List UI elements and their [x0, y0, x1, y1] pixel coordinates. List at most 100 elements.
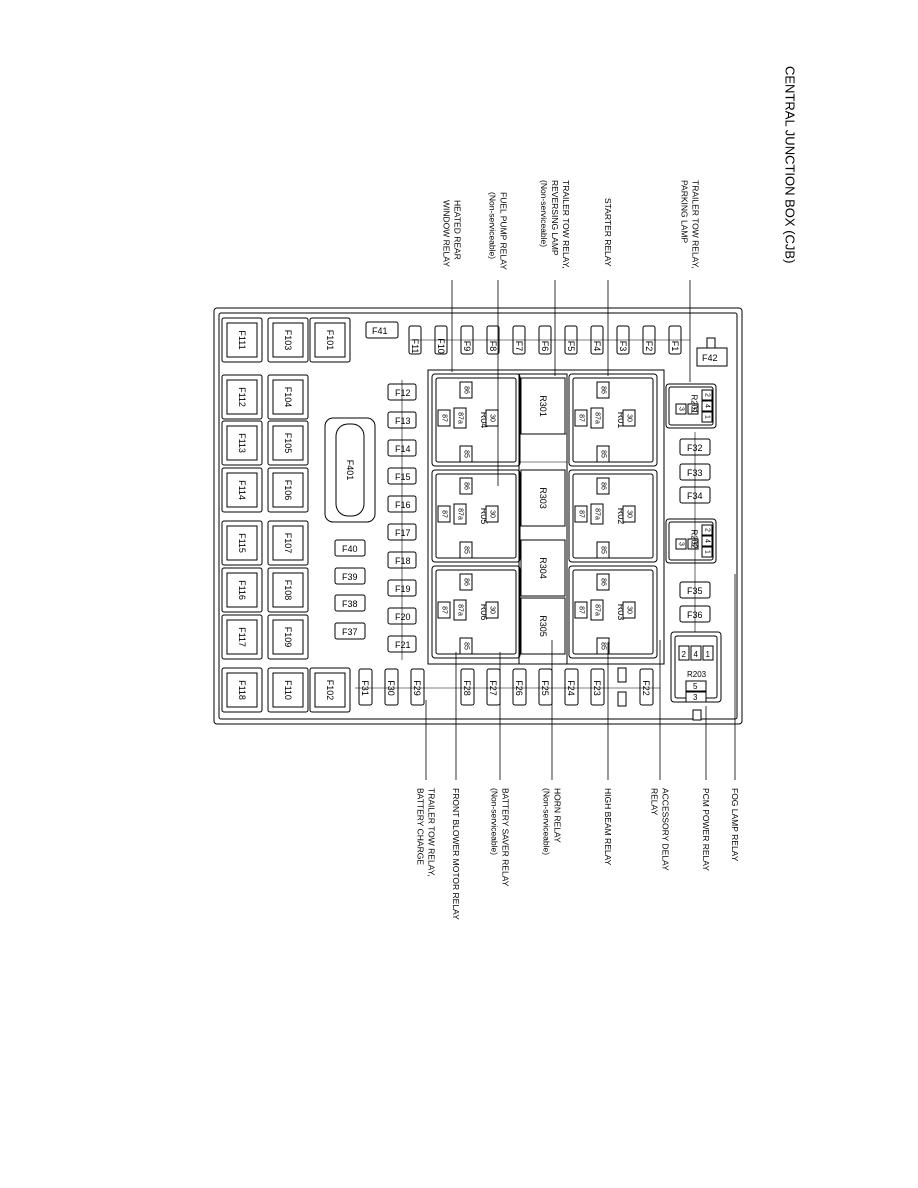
relay-r06-terminal-label-t30: 30	[489, 606, 496, 614]
callout-high-beam-line-1: HIGH BEAM RELAY	[603, 788, 613, 866]
relay-r01-inner	[572, 377, 654, 463]
fuse-label-f21: F21	[395, 640, 411, 650]
mini-relay-label-r303: R303	[538, 487, 548, 509]
micro-relay-r201-terminal-4	[701, 400, 713, 412]
relay-r03-terminal-t30	[622, 601, 636, 619]
callout-trailer-tow-reversing-line-2: REVERSING LAMP	[550, 180, 560, 256]
relay-r05	[431, 469, 521, 563]
micro-relay-r203-terminal-label-5: 5	[693, 682, 698, 691]
relay-r06-terminal-t86	[459, 573, 473, 591]
cartridge-fuse-label-f109: F109	[283, 627, 293, 648]
fuse-label-f12: F12	[395, 388, 411, 398]
relay-r01-terminal-t30	[622, 409, 636, 427]
mini-relay-label-r301: R301	[538, 395, 548, 417]
callout-battery-saver-line-1: BATTERY SAVER RELAY	[501, 788, 511, 887]
relay-r02-inner	[572, 473, 654, 559]
fuse-f23	[590, 668, 605, 706]
cartridge-fuse-f111	[221, 317, 263, 363]
cartridge-fuse-f117	[221, 614, 263, 660]
callout-trailer-tow-parking-line-2: PARKING LAMP	[680, 180, 690, 243]
callout-starter-line-1: STARTER RELAY	[603, 198, 613, 267]
maxi-fuse-f401-label: F401	[345, 460, 355, 481]
micro-relay-r201-terminal-label-4: 4	[704, 404, 711, 408]
relay-r05-terminal-label-t30: 30	[489, 510, 496, 518]
relay-r01-terminal-label-t86: 86	[600, 386, 607, 394]
callout-heated-rear-window-line-2: WINDOW RELAY	[442, 200, 452, 267]
fuse-label-f1: F1	[670, 341, 680, 352]
spare-slot-1	[617, 667, 627, 683]
micro-relay-r203-terminal-5	[685, 680, 707, 692]
cartridge-fuse-f114	[221, 467, 263, 513]
mini-relay-label-r305: R305	[538, 615, 548, 637]
fuse-label-f9: F9	[462, 341, 472, 352]
callout-trailer-tow-battery-line-2: BATTERY CHARGE	[416, 788, 426, 865]
diagram-title: CENTRAL JUNCTION BOX (CJB)	[783, 66, 798, 263]
cartridge-fuse-f110	[267, 667, 309, 713]
relay-r04-terminal-t87a	[453, 407, 467, 429]
relay-r02-terminal-t86	[596, 477, 610, 495]
callout-trailer-tow-reversing-line-1: TRAILER TOW RELAY,	[561, 180, 571, 269]
relay-r05-inner	[435, 473, 517, 559]
micro-relay-r202-terminal-5	[687, 538, 699, 550]
mini-relay-r303	[520, 469, 566, 527]
fuse-label-f41: F41	[372, 326, 388, 336]
micro-relay-r203-terminal-label-2: 2	[682, 650, 687, 659]
fuse-label-f3: F3	[618, 341, 628, 352]
micro-relay-r203-terminal-label-4: 4	[694, 650, 699, 659]
cartridge-fuse-label-f117: F117	[237, 627, 247, 647]
callout-trailer-tow-parking-line-1: TRAILER TOW RELAY,	[691, 180, 701, 269]
cartridge-fuse-label-f108: F108	[283, 580, 293, 601]
relay-r03-inner	[572, 569, 654, 655]
relay-r06-terminal-label-t87: 87	[441, 606, 448, 614]
micro-relay-r202-terminal-label-4: 4	[704, 539, 711, 543]
relay-r01-terminal-label-t30: 30	[626, 414, 633, 422]
fuse-f40	[334, 539, 366, 557]
cartridge-fuse-f102-body	[314, 672, 346, 708]
cartridge-fuse-label-f116: F116	[237, 580, 247, 600]
relay-r03-terminal-t85	[596, 637, 610, 655]
cartridge-fuse-label-f118: F118	[237, 680, 247, 700]
cartridge-fuse-f108-body	[272, 572, 304, 608]
micro-relay-r202-inner	[668, 521, 714, 561]
relay-label-r06: R06	[479, 604, 489, 621]
relay-label-r02: R02	[616, 508, 626, 525]
fuse-label-f40: F40	[342, 544, 358, 554]
cartridge-fuse-label-f111: F111	[237, 330, 247, 349]
relay-label-r05: R05	[479, 508, 489, 525]
fuse-f41	[365, 321, 399, 339]
cartridge-fuse-label-f112: F112	[237, 387, 247, 407]
callout-heated-rear-window-line-1: HEATED REAR	[453, 200, 463, 260]
cartridge-fuse-f112-body	[226, 379, 258, 415]
cartridge-fuse-label-f103: F103	[283, 330, 293, 351]
cartridge-fuse-label-f101: F101	[325, 330, 335, 351]
micro-relay-r201-terminal-label-3: 3	[678, 407, 685, 411]
callout-horn-line-2: (Non-serviceable)	[542, 788, 552, 855]
callout-horn-line-1: HORN RELAY	[553, 788, 563, 843]
callout-fog-lamp-line-1: FOG LAMP RELAY	[730, 788, 740, 862]
relay-r05-terminal-label-t87: 87	[441, 510, 448, 518]
relay-r04-inner	[435, 377, 517, 463]
fuse-label-f8: F8	[488, 341, 498, 352]
cartridge-fuse-f115-body	[226, 525, 258, 561]
cartridge-fuse-f102	[309, 667, 351, 713]
micro-relay-r202-terminal-2	[701, 524, 713, 536]
fuse-label-f38: F38	[342, 599, 358, 609]
mini-relay-r304	[520, 539, 566, 597]
fuse-label-f14: F14	[395, 444, 411, 454]
fuse-label-f13: F13	[395, 416, 411, 426]
relay-r01-terminal-t87a	[590, 407, 604, 429]
relay-r06-terminal-t87	[437, 601, 451, 619]
relay-r05-terminal-t87a	[453, 503, 467, 525]
micro-relay-r203-tab	[692, 709, 702, 721]
relay-r02-terminal-t85	[596, 541, 610, 559]
fuse-label-f11: F11	[410, 339, 420, 354]
cartridge-fuse-f116	[221, 567, 263, 613]
micro-relay-label-r202: R202	[690, 529, 699, 549]
mini-relay-r305	[520, 597, 566, 655]
relay-r06-terminal-t85	[459, 637, 473, 655]
relay-r06-terminal-t30	[485, 601, 499, 619]
micro-relay-r201-terminal-label-2: 2	[704, 393, 711, 397]
relay-r03	[568, 565, 658, 659]
callout-trailer-tow-battery-line-1: TRAILER TOW RELAY,	[427, 788, 437, 877]
